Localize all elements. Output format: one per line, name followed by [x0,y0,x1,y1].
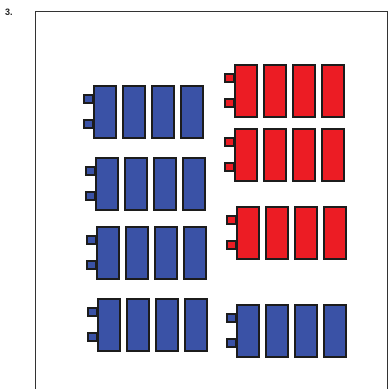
unit-cube-red [265,206,289,260]
unit-cube-blue [294,304,318,358]
unit-cube-blue [122,85,146,139]
cube-train-blue [95,157,211,211]
cube-train-blue [93,85,209,139]
unit-cube-red [263,128,287,182]
unit-cube-red [236,206,260,260]
unit-cube-blue [180,85,204,139]
unit-cube-red [263,64,287,118]
cube-train-blue [96,226,212,280]
unit-cube-blue [153,157,177,211]
cube-train-blue [97,298,213,352]
unit-cube-red [234,128,258,182]
unit-cube-blue [97,298,121,352]
unit-cube-red [234,64,258,118]
problem-number: 3. [5,7,13,17]
unit-cube-blue [154,226,178,280]
cube-train-blue [236,304,352,358]
cube-train-red [234,64,350,118]
unit-cube-blue [124,157,148,211]
unit-cube-blue [184,298,208,352]
unit-cube-red [321,64,345,118]
unit-cube-blue [126,298,150,352]
unit-cube-blue [265,304,289,358]
unit-cube-blue [93,85,117,139]
unit-cube-blue [183,226,207,280]
unit-cube-blue [125,226,149,280]
unit-cube-blue [182,157,206,211]
unit-cube-blue [151,85,175,139]
unit-cube-red [292,64,316,118]
unit-cube-blue [236,304,260,358]
unit-cube-blue [96,226,120,280]
cube-train-red [234,128,350,182]
unit-cube-red [294,206,318,260]
unit-cube-blue [155,298,179,352]
unit-cube-blue [95,157,119,211]
unit-cube-red [323,206,347,260]
unit-cube-blue [323,304,347,358]
unit-cube-red [292,128,316,182]
unit-cube-red [321,128,345,182]
cube-train-red [236,206,352,260]
